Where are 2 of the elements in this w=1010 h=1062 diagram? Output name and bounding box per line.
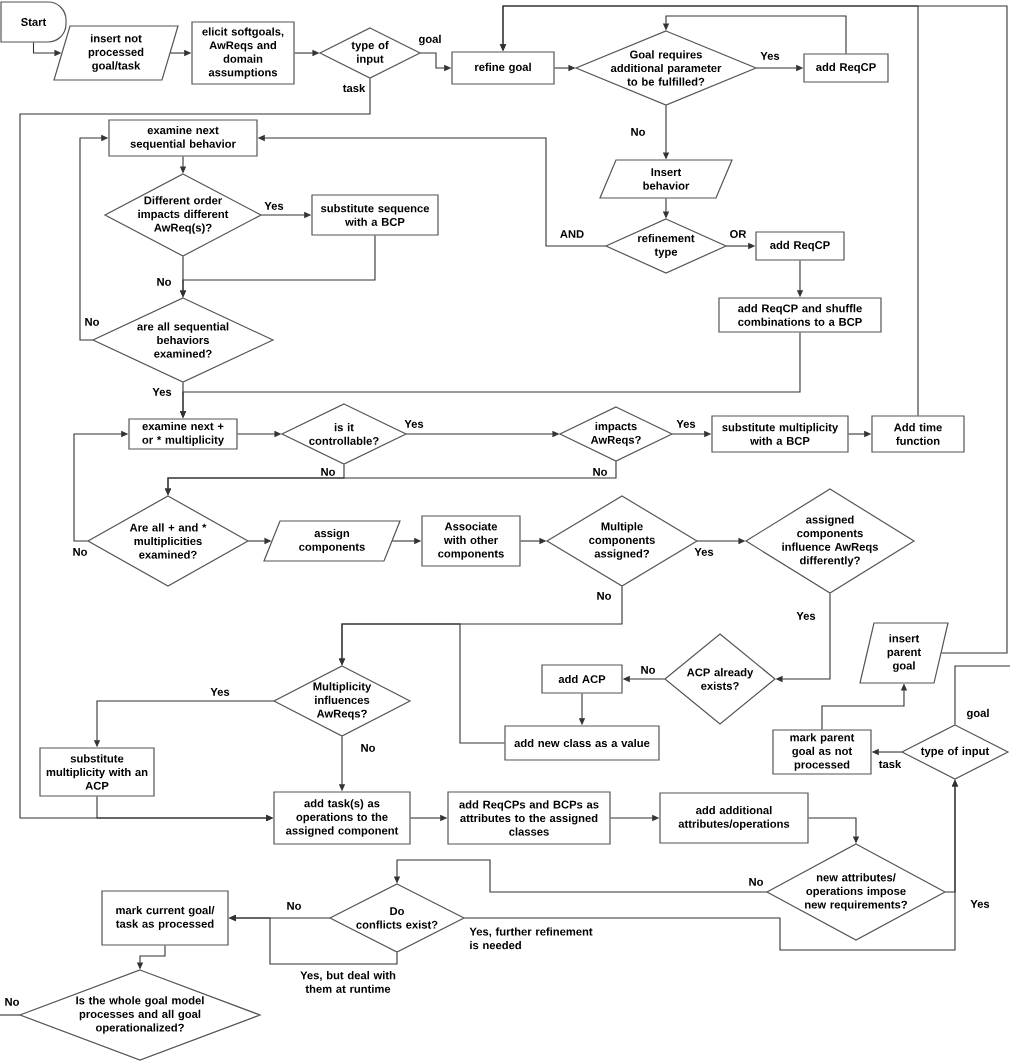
connector-line	[954, 665, 1010, 726]
connector-line	[0, 1014, 21, 1016]
